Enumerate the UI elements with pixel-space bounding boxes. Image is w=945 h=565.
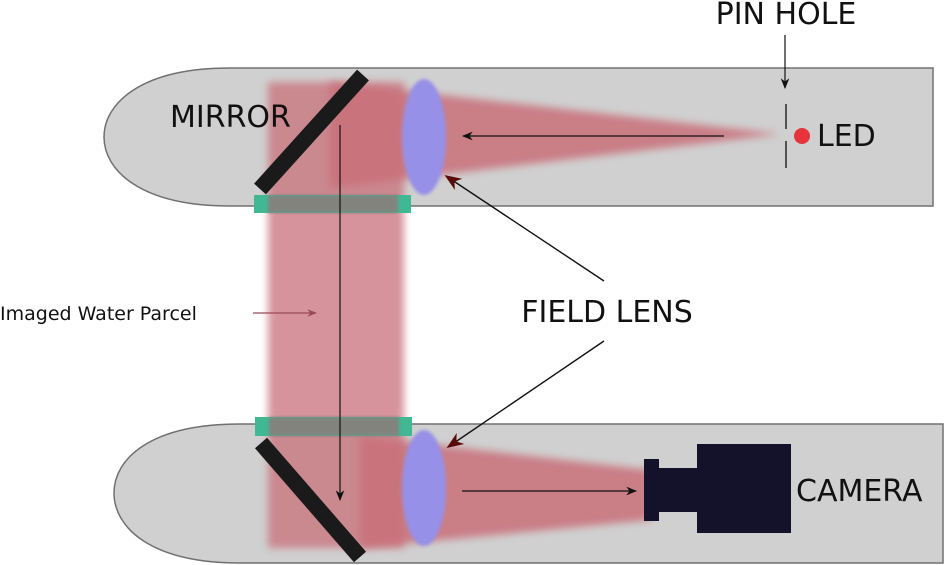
field-lens-upper-pointer xyxy=(444,175,605,282)
mirror-label: MIRROR xyxy=(170,100,291,135)
lower-mirror xyxy=(254,437,367,563)
led-label: LED xyxy=(817,119,876,154)
field-lens-label: FIELD LENS xyxy=(521,295,693,330)
field-lens-lower-pointer xyxy=(446,340,605,448)
camera-label: CAMERA xyxy=(796,474,923,509)
upper-mirror xyxy=(254,69,369,195)
lower-field-lens xyxy=(402,430,446,546)
water-parcel-label: Imaged Water Parcel xyxy=(0,303,197,325)
lower-window-overlay xyxy=(269,417,399,436)
led-icon xyxy=(794,128,810,144)
camera-icon xyxy=(644,444,791,533)
upper-window-overlay xyxy=(268,195,398,213)
pin-hole-label: PIN HOLE xyxy=(716,0,857,32)
upper-field-lens xyxy=(402,79,446,195)
